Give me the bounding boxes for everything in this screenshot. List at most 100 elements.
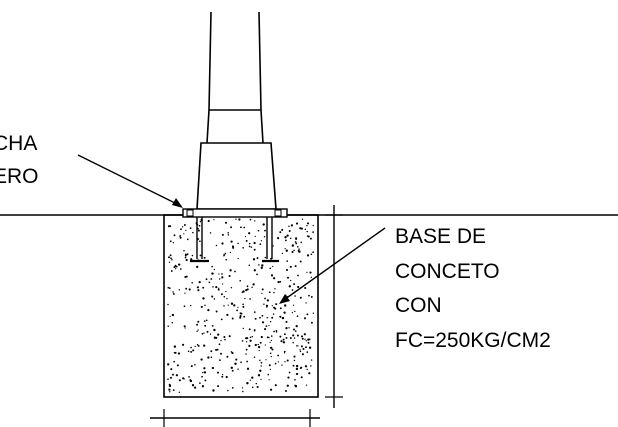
anchor-bolt-left [190,217,209,263]
concrete-speckle [199,240,201,243]
column-shaft-right-edge [258,11,264,144]
concrete-speckle [203,320,206,322]
concrete-speckle [248,242,251,245]
concrete-speckle [241,387,244,389]
concrete-speckle [213,219,215,221]
concrete-speckle [285,320,288,323]
concrete-speckle [198,280,201,284]
concrete-speckle [300,335,304,338]
concrete-speckle [306,225,308,227]
concrete-speckle [197,289,200,292]
concrete-speckle [307,338,310,341]
concrete-speckle [196,323,199,326]
concrete-speckle [254,220,256,222]
concrete-speckle [261,264,264,267]
concrete-speckle [237,368,239,370]
concrete-speckle [281,252,284,255]
concrete-speckle [253,248,256,251]
concrete-speckle [202,297,205,300]
concrete-speckle [299,296,302,299]
concrete-speckle [168,391,171,393]
concrete-speckle [234,270,236,273]
concrete-speckle [169,315,171,317]
concrete-speckle [209,333,212,335]
concrete-speckle [239,314,242,318]
concrete-speckle [295,324,298,328]
concrete-speckle [239,316,242,319]
concrete-speckle [305,346,307,349]
concrete-speckle [264,297,266,300]
concrete-speckle [178,391,181,394]
concrete-speckle [306,230,308,233]
concrete-speckle [217,333,220,336]
concrete-speckle [178,263,181,266]
concrete-speckle [233,304,236,307]
concrete-speckle [220,339,222,342]
concrete-speckle [175,268,177,270]
concrete-speckle [271,316,274,319]
concrete-speckle [286,260,289,262]
concrete-speckle [282,338,285,341]
concrete-speckle [240,361,242,364]
concrete-speckle [239,279,242,282]
concrete-speckle [285,326,288,330]
concrete-speckle [175,374,178,377]
concrete-speckle [207,309,210,312]
concrete-speckle [240,226,242,229]
concrete-speckle [306,222,310,225]
concrete-speckle [266,316,268,319]
concrete-speckle [179,236,182,239]
concrete-speckle [196,344,199,346]
concrete-speckle [184,292,186,294]
concrete-speckle [257,345,261,349]
concrete-speckle [283,333,286,336]
concrete-speckle [249,336,252,338]
concrete-speckle [287,376,290,379]
concrete-speckle [304,338,306,340]
concrete-speckle [261,321,265,324]
concrete-speckle [263,303,265,305]
concrete-speckle [259,243,262,245]
concrete-speckle [227,389,229,392]
concrete-speckle [184,253,187,256]
concrete-speckle [292,364,295,367]
concrete-speckle [201,385,205,388]
concrete-speckle [226,355,229,358]
concrete-speckle [248,245,251,248]
concrete-speckle [277,354,279,357]
concrete-speckle [231,245,235,248]
concrete-speckle [183,305,186,308]
concrete-speckle [196,286,199,289]
plate-nut-right [274,209,282,217]
concrete-speckle [259,341,262,344]
concrete-speckle [190,350,193,353]
concrete-speckle [230,240,233,243]
concrete-speckle [272,277,276,280]
concrete-speckle [173,234,176,237]
concrete-speckle [295,364,299,368]
concrete-speckle [210,278,213,280]
concrete-speckle [288,225,290,228]
concrete-speckle [305,340,308,342]
concrete-leader-line [280,227,386,303]
concrete-speckle [230,366,233,369]
concrete-speckle [196,265,199,269]
concrete-speckle [306,271,308,274]
concrete-speckle [242,305,245,308]
concrete-speckle [308,372,311,375]
concrete-speckle [176,364,179,367]
concrete-speckle [259,316,261,319]
plate-nut-left [186,209,194,217]
concrete-speckle [283,352,286,354]
concrete-speckle [224,252,227,255]
concrete-speckle [260,266,263,269]
concrete-speckle [187,350,190,353]
concrete-speckle [284,248,286,250]
concrete-speckle [224,338,226,341]
concrete-speckle [291,250,294,254]
concrete-speckle [199,221,202,223]
concrete-speckle [294,310,296,313]
concrete-speckle [231,369,234,372]
concrete-speckle [192,231,194,234]
concrete-speckle [234,362,237,365]
